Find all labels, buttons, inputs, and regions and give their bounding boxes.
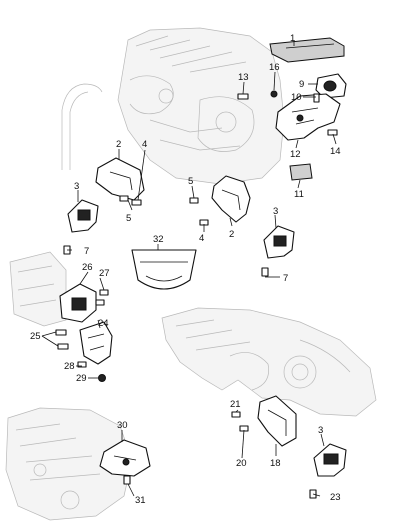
label-25: 25 bbox=[30, 331, 41, 342]
label-10: 10 bbox=[291, 92, 302, 103]
label-27: 27 bbox=[99, 268, 110, 279]
label-24: 24 bbox=[98, 318, 109, 329]
part-bracket-2-center bbox=[211, 175, 251, 223]
label-5-center: 5 bbox=[188, 176, 193, 187]
part-mount-bracket-12 bbox=[275, 93, 341, 141]
part-bracket-2-left bbox=[95, 157, 145, 201]
label-3-left: 3 bbox=[74, 181, 79, 192]
label-13: 13 bbox=[238, 72, 249, 83]
label-4-left: 4 bbox=[142, 139, 147, 150]
label-23: 23 bbox=[330, 492, 341, 503]
label-3-lower: 3 bbox=[318, 425, 323, 436]
leader-lines bbox=[41, 41, 337, 497]
label-9: 9 bbox=[299, 79, 304, 90]
label-18: 18 bbox=[270, 458, 281, 469]
engine-outline-top bbox=[117, 27, 285, 185]
label-2-left: 2 bbox=[116, 139, 121, 150]
label-16: 16 bbox=[269, 62, 280, 73]
label-21: 21 bbox=[230, 399, 241, 410]
part-bracket-24 bbox=[79, 321, 113, 365]
label-12: 12 bbox=[290, 149, 301, 160]
part-labels: 1 2 2 3 3 3 4 4 5 5 7 7 9 10 11 12 13 14… bbox=[30, 33, 341, 506]
label-28: 28 bbox=[64, 361, 75, 372]
part-bracket-18 bbox=[257, 395, 297, 447]
part-mount-26 bbox=[59, 283, 97, 323]
label-4-center: 4 bbox=[199, 233, 204, 244]
part-plate-11 bbox=[289, 163, 313, 181]
label-1: 1 bbox=[290, 33, 295, 44]
part-bracket-1 bbox=[269, 37, 345, 63]
label-31: 31 bbox=[135, 495, 146, 506]
label-11: 11 bbox=[294, 189, 304, 200]
part-bracket-30 bbox=[99, 439, 151, 477]
label-20: 20 bbox=[236, 458, 247, 469]
engine-outline-bottom-left bbox=[5, 407, 133, 521]
label-3-center: 3 bbox=[273, 206, 278, 217]
engine-outline-bottom-right bbox=[161, 307, 377, 417]
label-29: 29 bbox=[76, 373, 87, 384]
part-mount-3-left bbox=[67, 199, 99, 233]
label-7-left: 7 bbox=[84, 246, 89, 257]
part-mount-3-center bbox=[263, 225, 295, 259]
label-5-left: 5 bbox=[126, 213, 131, 224]
part-bushing-9 bbox=[315, 73, 347, 99]
label-32: 32 bbox=[153, 234, 164, 245]
part-shield-32 bbox=[131, 249, 197, 290]
label-2-center: 2 bbox=[229, 229, 234, 240]
label-14: 14 bbox=[330, 146, 341, 157]
hose-outline bbox=[61, 83, 103, 170]
label-26: 26 bbox=[82, 262, 93, 273]
part-mount-3-lower bbox=[313, 443, 347, 477]
transmission-outline-left bbox=[9, 251, 67, 327]
label-7-center: 7 bbox=[283, 273, 288, 284]
label-30: 30 bbox=[117, 420, 128, 431]
